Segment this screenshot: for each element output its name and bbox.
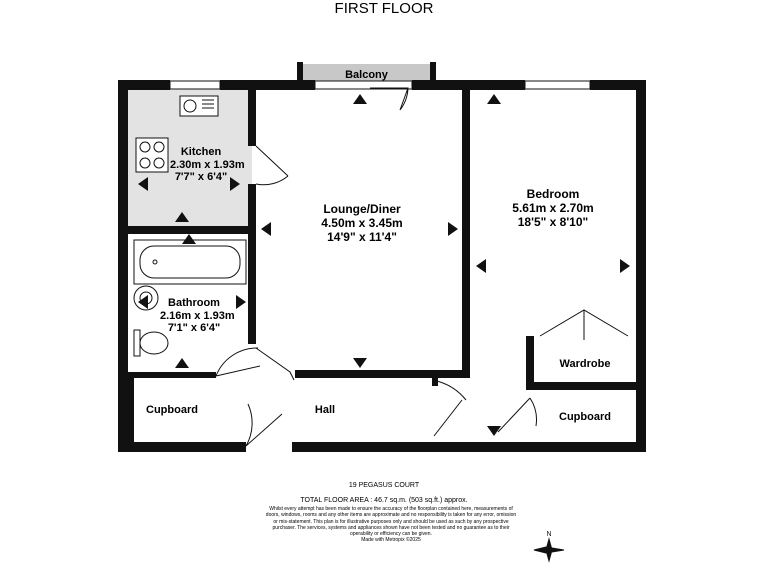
hob-icon [135,137,169,173]
balcony-floor [297,64,434,84]
walls [118,62,646,452]
room-bathroom: Bathroom 2.16m x 1.93m 7'1" x 6'4" [160,297,235,335]
lounge-imperial: 14'9" x 11'4" [327,229,397,244]
room-label-cupboard-right: Cupboard [559,411,611,423]
bedroom-name: Bedroom [526,187,580,201]
disclaimer: Whilst every attempt has been made to en… [265,506,517,537]
windows [169,80,591,90]
total-floor-area: TOTAL FLOOR AREA : 46.7 sq.m. (503 sq.ft… [300,497,468,504]
bathroom-metric: 2.16m x 1.93m [160,309,235,322]
compass-icon: N [533,531,565,563]
sink-icon [179,95,219,117]
toilet-icon [133,329,169,357]
address: 19 PEGASUS COURT [348,482,420,489]
bedroom-metric: 5.61m x 2.70m [512,200,594,215]
room-label-cupboard-left: Cupboard [146,404,198,416]
doors [215,87,629,447]
room-lounge: Lounge/Diner 4.50m x 3.45m 14'9" x 11'4" [300,202,424,244]
lounge-metric: 4.50m x 3.45m [321,215,403,230]
room-kitchen: Kitchen 2.30m x 1.93m 7'7" x 6'4" [170,146,245,184]
kitchen-imperial: 7'7" x 6'4" [174,171,228,184]
room-label-hall: Hall [314,404,336,416]
room-label-wardrobe: Wardrobe [559,358,611,370]
bedroom-imperial: 18'5" x 8'10" [517,214,589,229]
floor-title: FIRST FLOOR [334,0,434,17]
svg-text:N: N [546,531,551,538]
dimension-arrows [138,94,630,436]
bathroom-name: Bathroom [168,297,220,309]
room-label-balcony: Balcony [345,69,388,81]
room-bedroom: Bedroom 5.61m x 2.70m 18'5" x 8'10" [498,187,608,229]
credit: Made with Metropix ©2025 [361,537,421,543]
bath-icon [133,239,247,285]
lounge-name: Lounge/Diner [323,202,401,216]
kitchen-name: Kitchen [180,146,222,158]
kitchen-metric: 2.30m x 1.93m [170,158,245,171]
bathroom-imperial: 7'1" x 6'4" [167,322,221,335]
